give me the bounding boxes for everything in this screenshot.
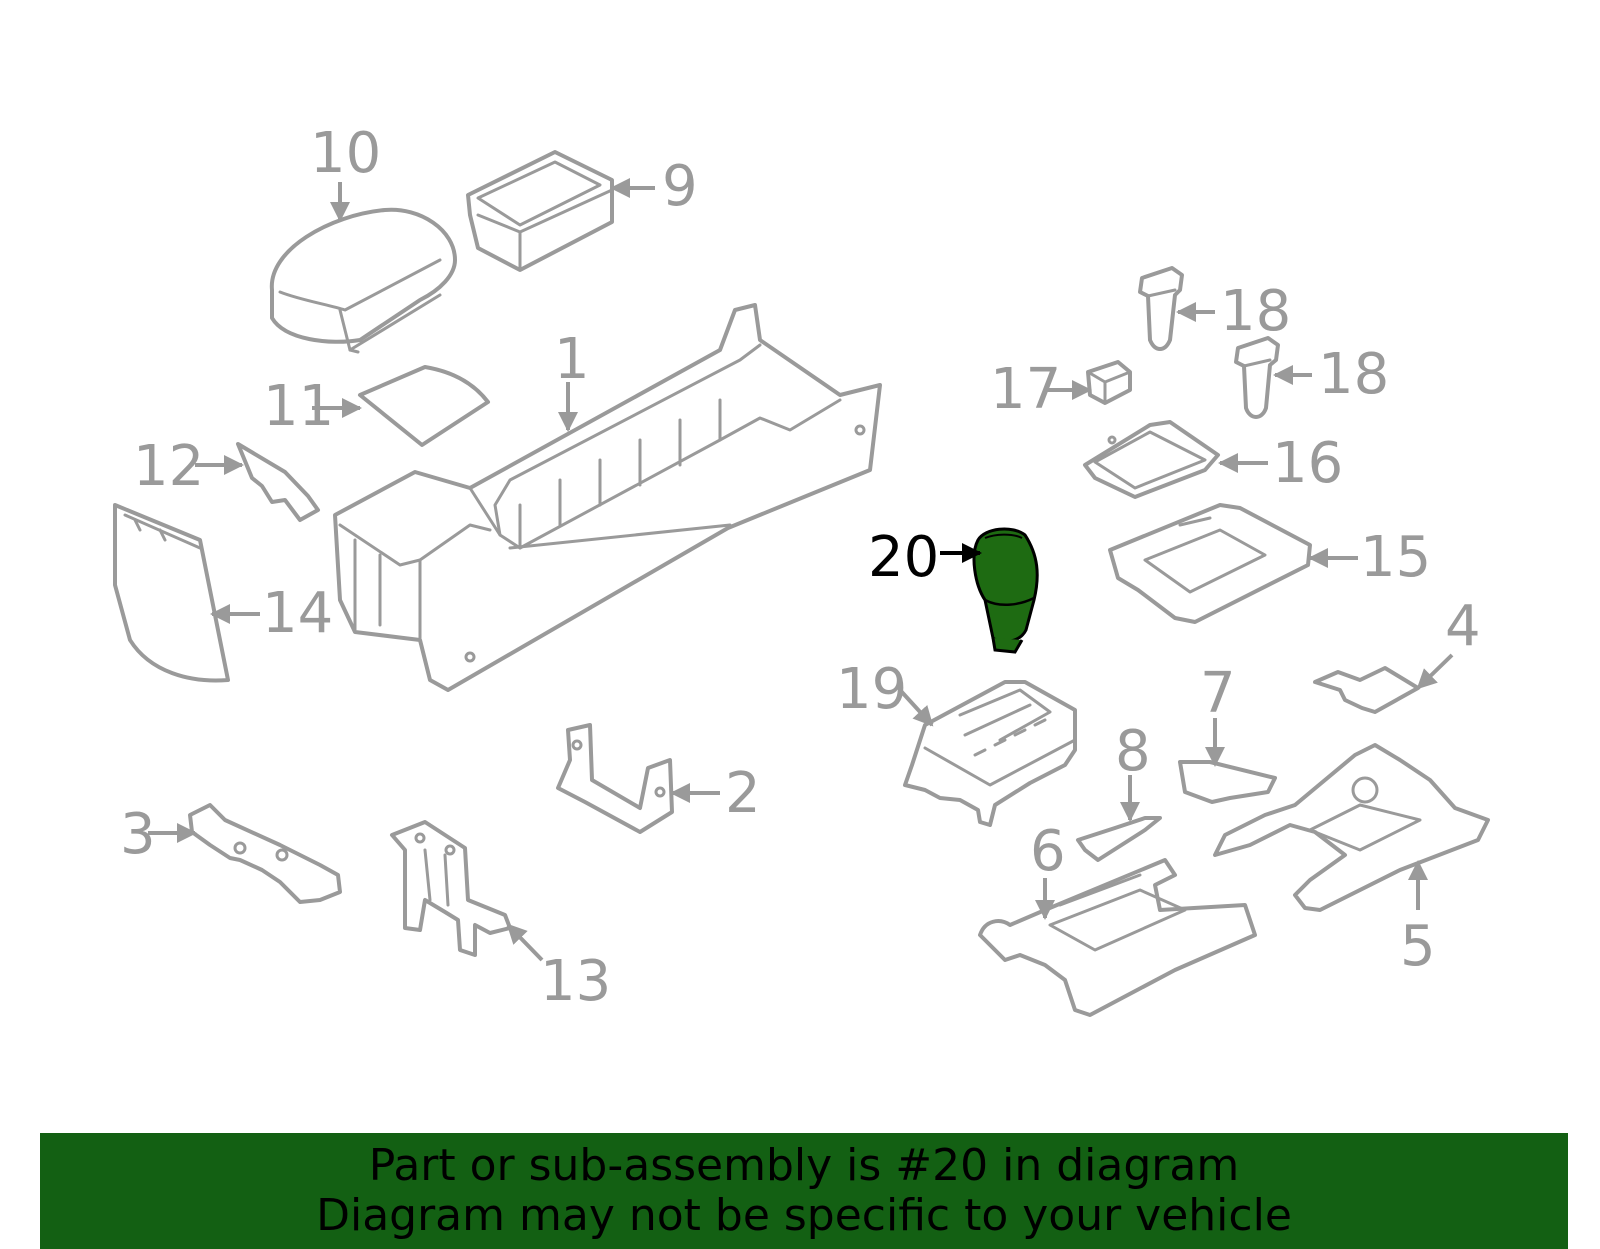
part-19-shift-indicator (903, 680, 1077, 827)
part-5-side-trim (1213, 743, 1490, 912)
callout-11: 11 (263, 374, 334, 439)
part-8-trim (1076, 816, 1162, 862)
part-14-side-panel (113, 503, 230, 683)
part-4-trim (1313, 666, 1420, 714)
callout-1: 1 (554, 327, 590, 392)
part-18a-clip (1138, 266, 1184, 351)
callout-4: 4 (1445, 594, 1481, 659)
part-15-bezel (1108, 503, 1312, 624)
part-7-trim (1178, 760, 1277, 804)
callout-14: 14 (262, 581, 333, 646)
callouts: 1 2 3 4 5 6 7 8 9 10 11 12 13 14 15 16 1… (120, 121, 1481, 1014)
callout-2: 2 (725, 761, 761, 826)
part-2-bracket (556, 723, 674, 834)
callout-19: 19 (836, 657, 907, 722)
part-3-bracket (188, 803, 342, 904)
callout-18b: 18 (1318, 342, 1389, 407)
part-6-lower-tray (978, 858, 1257, 1017)
callout-9: 9 (662, 154, 698, 219)
info-banner: Part or sub-assembly is #20 in diagram D… (40, 1133, 1568, 1249)
callout-8: 8 (1115, 719, 1151, 784)
callout-6: 6 (1030, 819, 1066, 884)
part-12-bracket (236, 442, 320, 522)
part-10-armrest-lid (269, 207, 457, 354)
leader-arrows (148, 178, 1454, 962)
callout-12: 12 (133, 434, 204, 499)
callout-10: 10 (310, 121, 381, 186)
callout-16: 16 (1272, 431, 1343, 496)
callout-15: 15 (1360, 525, 1431, 590)
callout-3: 3 (120, 802, 156, 867)
callout-18a: 18 (1220, 279, 1291, 344)
part-9-storage-bin (466, 150, 614, 272)
part-20-shift-knob[interactable] (972, 527, 1039, 654)
callout-7: 7 (1200, 661, 1236, 726)
banner-line-1: Part or sub-assembly is #20 in diagram (368, 1140, 1240, 1191)
banner-line-2: Diagram may not be specific to your vehi… (316, 1190, 1292, 1241)
callout-20-highlighted: 20 (868, 525, 939, 590)
part-18b-clip (1234, 336, 1280, 419)
part-11-pad (358, 365, 490, 447)
part-13-bracket (390, 820, 512, 957)
callout-13: 13 (540, 949, 611, 1014)
part-17-block (1086, 360, 1132, 405)
part-16-cover (1083, 420, 1220, 499)
part-1-console-body (333, 303, 882, 692)
callout-5: 5 (1400, 914, 1436, 979)
callout-17: 17 (990, 357, 1061, 422)
